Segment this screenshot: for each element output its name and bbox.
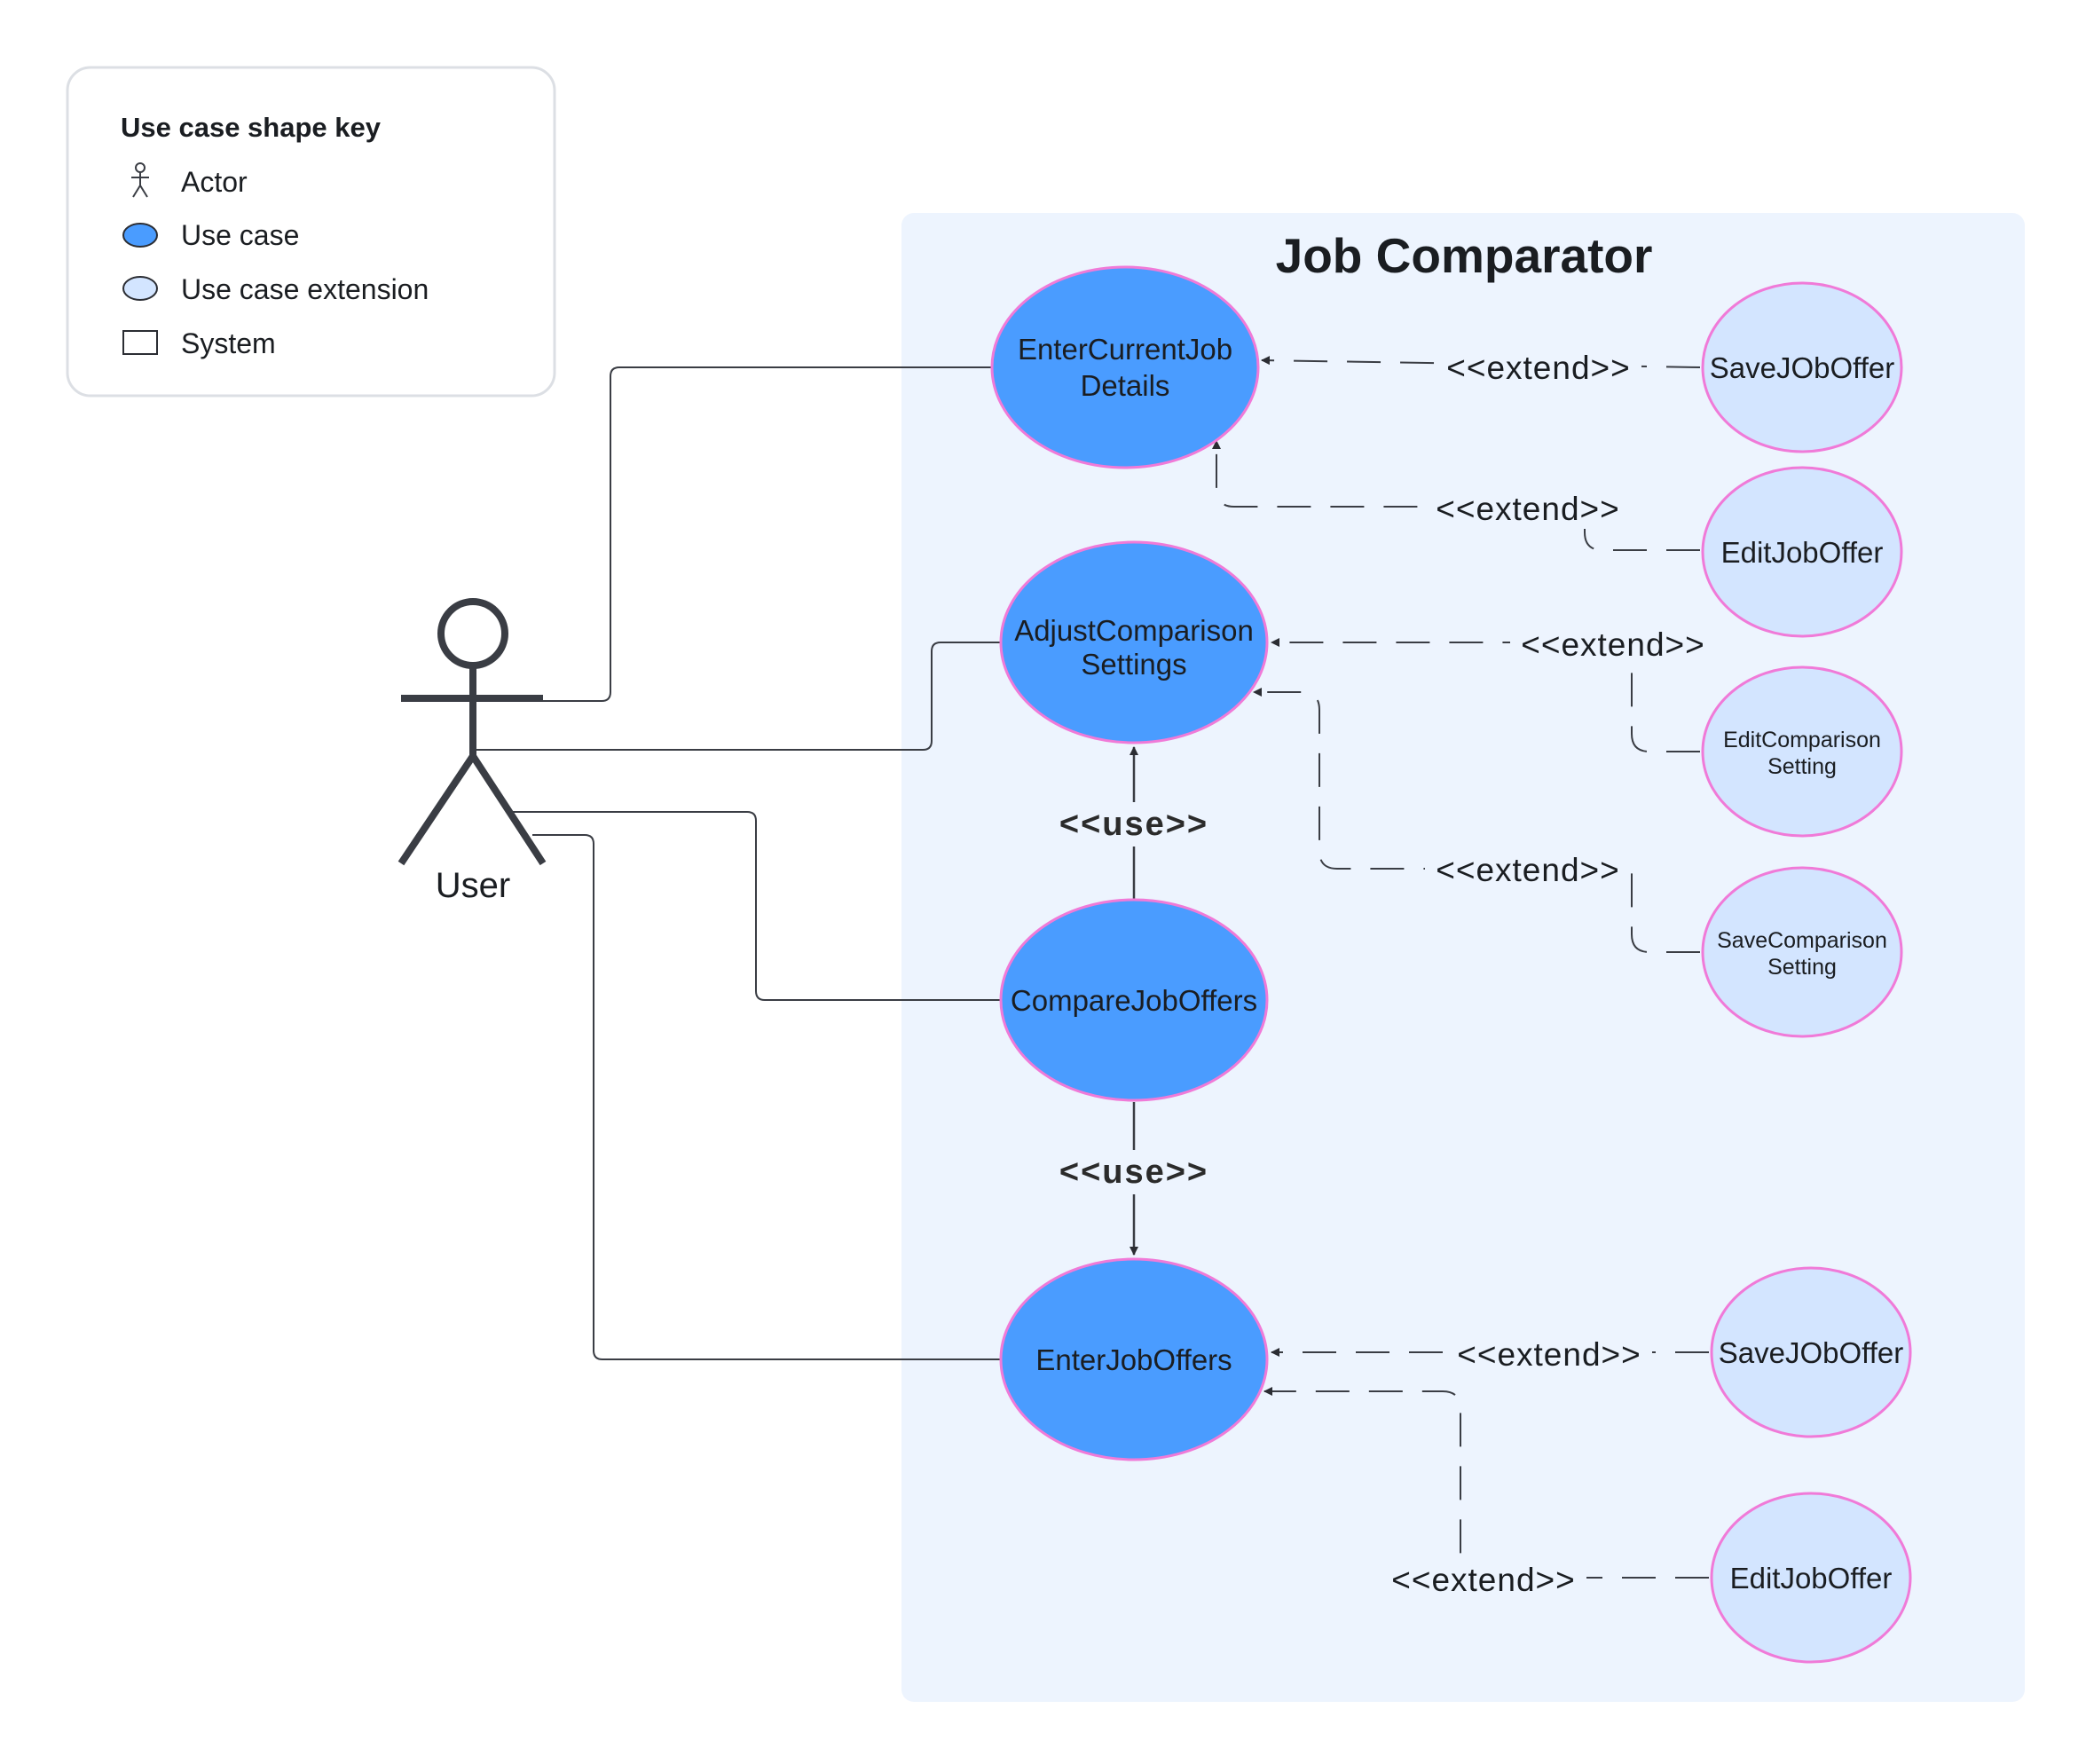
svg-text:CompareJobOffers: CompareJobOffers <box>1011 984 1257 1017</box>
svg-text:EnterJobOffers: EnterJobOffers <box>1035 1343 1232 1376</box>
association-enter-current-job <box>543 366 992 702</box>
use-case-adjust-comparison-settings: AdjustComparison Settings <box>999 540 1269 744</box>
use-case-icon <box>122 223 158 248</box>
legend-label-use-case: Use case <box>181 219 299 251</box>
actor-head <box>437 598 508 669</box>
extension-save-job-offer-top: SaveJObOffer <box>1701 281 1903 453</box>
extend-label-4: <<extend>> <box>1436 852 1620 888</box>
extension-edit-comparison-setting: EditComparison Setting <box>1701 665 1903 838</box>
association-enter-job-offers <box>532 834 1001 1360</box>
extension-edit-job-offer-top: EditJobOffer <box>1701 466 1903 638</box>
extension-edit-job-offer-bottom: EditJobOffer <box>1710 1492 1912 1664</box>
actor-associations <box>470 366 1001 1360</box>
extension-save-job-offer-bottom: SaveJObOffer <box>1710 1266 1912 1438</box>
legend-label-use-case-extension: Use case extension <box>181 273 429 305</box>
extend-line-save-comparison <box>1253 688 1700 953</box>
use-label-1: <<use>> <box>1059 806 1208 843</box>
user-actor: User <box>398 598 547 905</box>
svg-text:Details: Details <box>1081 369 1170 402</box>
svg-text:EditJobOffer: EditJobOffer <box>1730 1562 1893 1595</box>
svg-text:EditComparison: EditComparison <box>1723 728 1881 752</box>
association-adjust-comparison <box>470 642 1001 751</box>
association-compare-job-offers <box>513 811 1001 1001</box>
extend-label-3: <<extend>> <box>1521 626 1705 663</box>
legend-label-system: System <box>181 327 276 359</box>
legend-title: Use case shape key <box>121 112 382 143</box>
svg-text:SaveJObOffer: SaveJObOffer <box>1710 351 1895 384</box>
extend-line-edit-comparison <box>1271 638 1700 752</box>
use-case-extension-icon <box>122 276 158 301</box>
legend-label-actor: Actor <box>181 166 248 198</box>
use-case-enter-current-job-details: EnterCurrentJob Details <box>990 265 1260 469</box>
system-title: Job Comparator <box>1276 228 1653 283</box>
svg-text:Setting: Setting <box>1767 955 1837 980</box>
svg-text:Setting: Setting <box>1767 754 1837 779</box>
actor-label: User <box>436 866 510 905</box>
extend-label-1: <<extend>> <box>1446 350 1631 386</box>
legend-box <box>66 66 556 398</box>
svg-text:AdjustComparison: AdjustComparison <box>1014 614 1254 647</box>
extension-save-comparison-setting: SaveComparison Setting <box>1701 866 1903 1038</box>
svg-text:EnterCurrentJob: EnterCurrentJob <box>1018 333 1232 366</box>
extend-label-6: <<extend>> <box>1391 1562 1576 1598</box>
system-icon <box>122 330 158 355</box>
svg-text:SaveComparison: SaveComparison <box>1717 928 1887 953</box>
use-case-compare-job-offers: CompareJobOffers <box>999 898 1269 1102</box>
use-case-enter-job-offers: EnterJobOffers <box>999 1257 1269 1461</box>
legend: Use case shape key Actor Use case Use ca… <box>66 66 556 398</box>
actor-icon <box>131 162 149 198</box>
extend-label-2: <<extend>> <box>1436 491 1620 527</box>
use-label-2: <<use>> <box>1059 1154 1208 1191</box>
relationship-labels: <<extend>> <<extend>> <<extend>> <<exten… <box>1052 346 1716 1599</box>
svg-text:Settings: Settings <box>1081 648 1186 681</box>
svg-text:EditJobOffer: EditJobOffer <box>1721 536 1884 569</box>
svg-text:SaveJObOffer: SaveJObOffer <box>1719 1336 1904 1369</box>
extend-label-5: <<extend>> <box>1457 1336 1641 1373</box>
